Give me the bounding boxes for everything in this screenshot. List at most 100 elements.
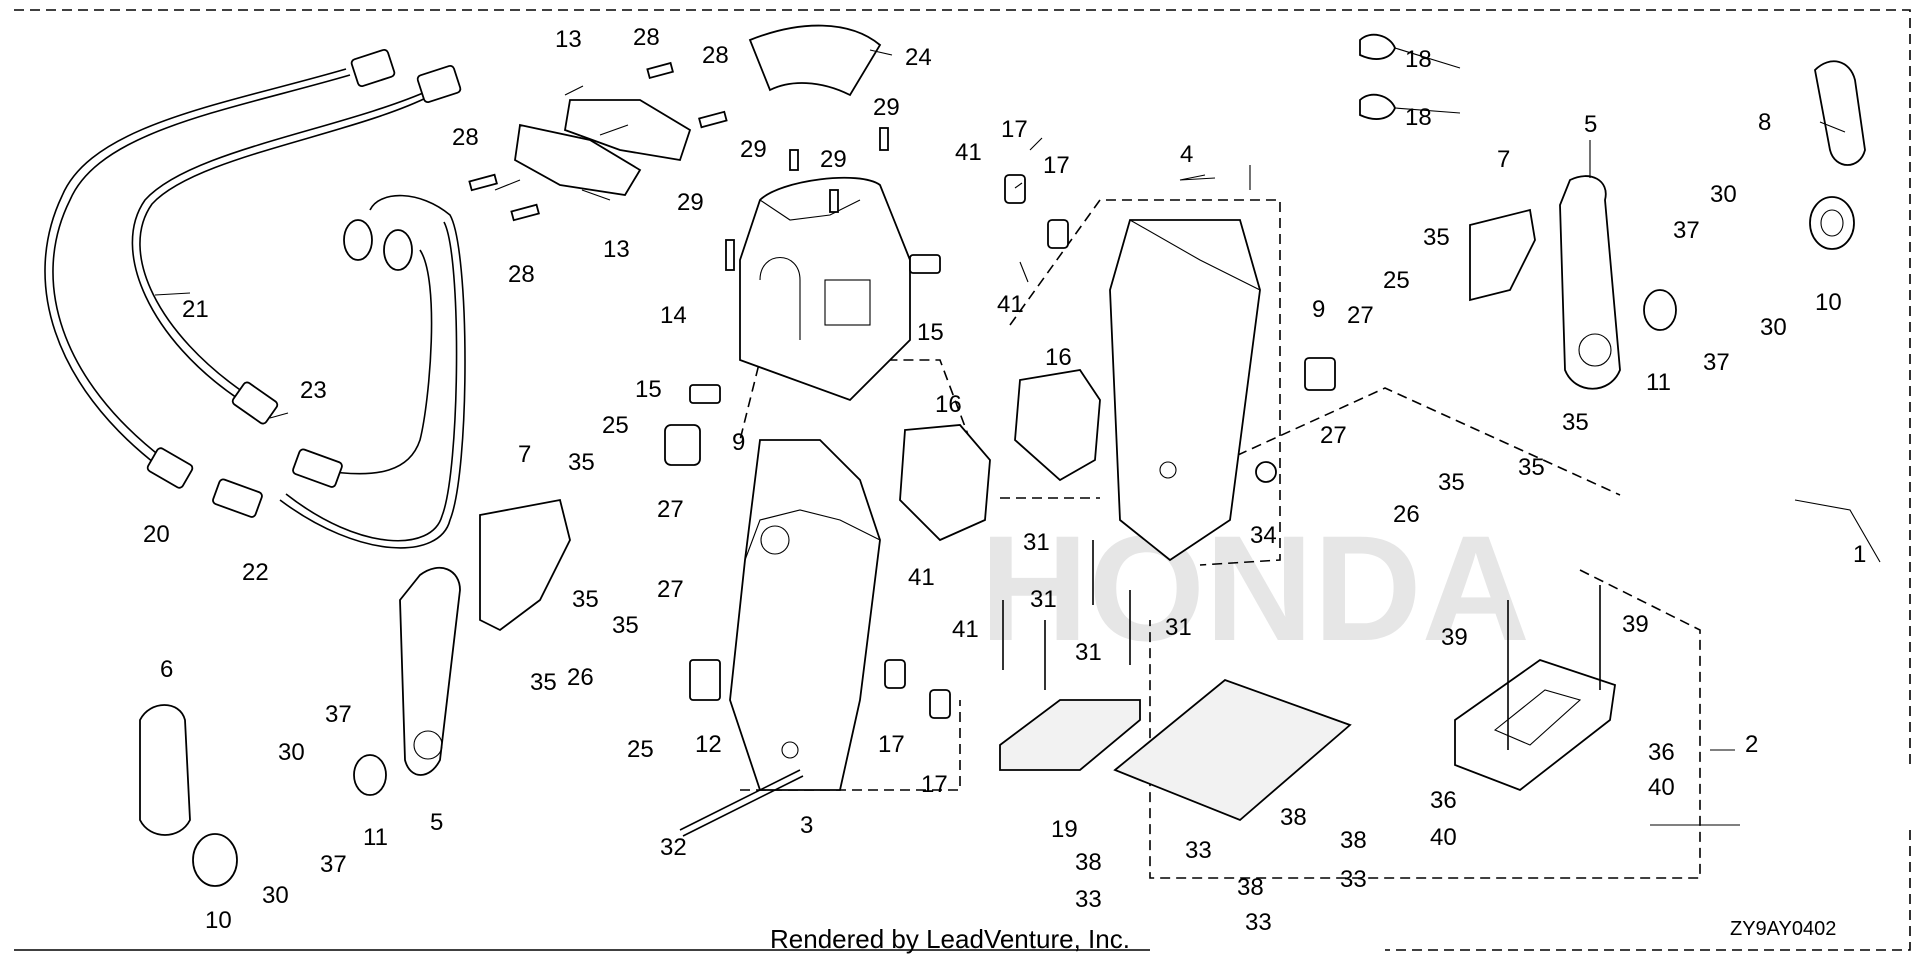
callout-7-left: 7 — [518, 441, 531, 468]
callout-35-a: 35 — [1423, 224, 1450, 251]
callout-21: 21 — [182, 296, 209, 323]
callout-25-left: 25 — [627, 736, 654, 763]
levers — [139, 60, 1866, 836]
callout-27-a: 27 — [1347, 302, 1374, 329]
callout-30-d: 30 — [262, 882, 289, 909]
callout-40-a: 40 — [1648, 774, 1675, 801]
callout-30-b: 30 — [1760, 314, 1787, 341]
callout-32: 32 — [660, 834, 687, 861]
callout-28-c: 28 — [452, 124, 479, 151]
callout-17-d: 17 — [921, 771, 948, 798]
callout-35-e: 35 — [568, 449, 595, 476]
housing-cover — [725, 127, 911, 402]
callout-27-c: 27 — [657, 496, 684, 523]
callout-5-left: 5 — [430, 809, 443, 836]
callout-7-right: 7 — [1497, 146, 1510, 173]
callout-6: 6 — [160, 656, 173, 683]
callout-5-right: 5 — [1584, 111, 1597, 138]
cover-part-24 — [748, 24, 882, 97]
callout-30-c: 30 — [278, 739, 305, 766]
callout-1: 1 — [1853, 541, 1866, 568]
callout-33-d: 33 — [1245, 909, 1272, 936]
control-box-4 — [899, 219, 1261, 562]
leader-lines — [154, 47, 1881, 826]
callout-38-a: 38 — [1280, 804, 1307, 831]
callout-10-right: 10 — [1815, 289, 1842, 316]
callout-25-right: 25 — [1383, 267, 1410, 294]
callout-33-b: 33 — [1185, 837, 1212, 864]
callout-9-right: 9 — [1312, 296, 1325, 323]
callout-8: 8 — [1758, 109, 1771, 136]
callout-34: 34 — [1250, 522, 1277, 549]
callout-13-top: 13 — [555, 26, 582, 53]
callout-19: 19 — [1051, 816, 1078, 843]
mounting-brackets — [468, 61, 728, 222]
callout-35-d: 35 — [1438, 469, 1465, 496]
callout-41-b: 41 — [997, 291, 1024, 318]
callout-2: 2 — [1745, 731, 1758, 758]
plates — [999, 659, 1616, 822]
knobs — [192, 196, 1855, 887]
callout-14: 14 — [660, 302, 687, 329]
honda-watermark: HONDA — [980, 504, 1530, 672]
callout-labels: 1 2 3 4 5 5 6 7 7 8 9 9 10 10 11 11 12 1… — [143, 24, 1866, 936]
callout-39-b: 39 — [1622, 611, 1649, 638]
bolts — [1002, 540, 1601, 750]
callout-17-c: 17 — [878, 731, 905, 758]
callout-26-left: 26 — [567, 664, 594, 691]
callout-37-b: 37 — [1703, 349, 1730, 376]
callout-31-b: 31 — [1030, 586, 1057, 613]
callout-31-d: 31 — [1165, 614, 1192, 641]
callout-41-a: 41 — [955, 139, 982, 166]
callout-35-g: 35 — [612, 612, 639, 639]
callout-38-d: 38 — [1237, 874, 1264, 901]
callout-38-c: 38 — [1075, 849, 1102, 876]
callout-22: 22 — [242, 559, 269, 586]
callout-13-bottom: 13 — [603, 236, 630, 263]
callout-18-b: 18 — [1405, 104, 1432, 131]
group-4-outline — [1009, 199, 1281, 566]
callout-11-left: 11 — [363, 824, 388, 851]
callout-30-a: 30 — [1710, 181, 1737, 208]
callout-29-c: 29 — [820, 146, 847, 173]
callout-37-d: 37 — [320, 851, 347, 878]
control-box-3 — [679, 439, 881, 837]
callout-11-right: 11 — [1646, 369, 1671, 396]
callout-16-right: 16 — [1045, 344, 1072, 371]
callout-10-left: 10 — [205, 907, 232, 934]
callout-37-c: 37 — [325, 701, 352, 728]
diagram-code: ZY9AY0402 — [1730, 918, 1836, 940]
callout-29-d: 29 — [677, 189, 704, 216]
callout-17-b: 17 — [1043, 152, 1070, 179]
callout-18-a: 18 — [1405, 46, 1432, 73]
callout-28-d: 28 — [508, 261, 535, 288]
callout-35-f: 35 — [572, 586, 599, 613]
callout-15-left: 15 — [635, 376, 662, 403]
callout-36-b: 36 — [1430, 787, 1457, 814]
callout-33-a: 33 — [1075, 886, 1102, 913]
callout-20: 20 — [143, 521, 170, 548]
callout-41-c: 41 — [908, 564, 935, 591]
callout-35-c: 35 — [1518, 454, 1545, 481]
callout-35-h: 35 — [530, 669, 557, 696]
callout-35-b: 35 — [1562, 409, 1589, 436]
callout-12: 12 — [695, 731, 722, 758]
callout-9-left: 9 — [732, 429, 745, 456]
callout-24: 24 — [905, 44, 932, 71]
callout-29-b: 29 — [740, 136, 767, 163]
callout-33-c: 33 — [1340, 866, 1367, 893]
callout-31-a: 31 — [1023, 529, 1050, 556]
callout-28-a: 28 — [633, 24, 660, 51]
callout-39-a: 39 — [1441, 624, 1468, 651]
callout-26-right: 26 — [1393, 501, 1420, 528]
callout-17-a: 17 — [1001, 116, 1028, 143]
diagram-border — [14, 9, 1911, 951]
callout-38-b: 38 — [1340, 827, 1367, 854]
callout-31-c: 31 — [1075, 639, 1102, 666]
callout-40-b: 40 — [1430, 824, 1457, 851]
credit-text: Rendered by LeadVenture, Inc. — [770, 924, 1130, 954]
callout-41-d: 41 — [952, 616, 979, 643]
small-hardware — [664, 33, 1396, 719]
callout-27-b: 27 — [1320, 422, 1347, 449]
